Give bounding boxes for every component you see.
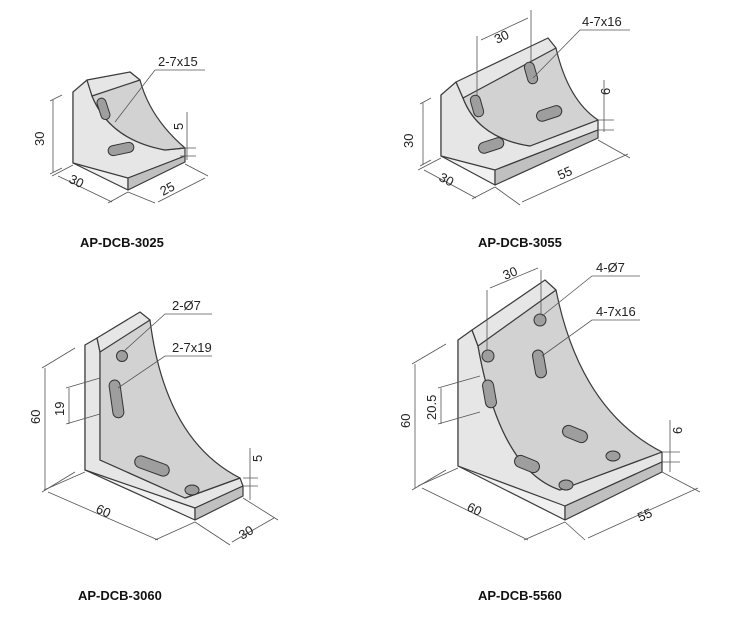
leader-round-hole (122, 313, 212, 353)
dim-height-label: 60 (28, 410, 43, 424)
dim-spacing-label: 30 (492, 27, 512, 47)
slot-hole (469, 94, 485, 118)
dim-width-label: 30 (67, 171, 87, 191)
part-model-label: AP-DCB-3025 (80, 235, 164, 250)
dim-height-label: 60 (398, 414, 413, 428)
dim-offset-label: 19 (52, 402, 67, 416)
dim-line-thickness (662, 420, 680, 472)
slot-hole (532, 349, 547, 379)
dim-line-width (43, 471, 196, 541)
leader-hole (532, 29, 630, 79)
slot-hole (562, 424, 588, 444)
slot-hole (514, 454, 540, 474)
slot-hole (134, 455, 170, 477)
part-ap-dcb-3055: 30 4-7x16 6 30 30 55 AP-DCB-3055 (401, 10, 631, 250)
slot-hole (536, 105, 563, 122)
leader-hole (114, 69, 205, 123)
part-ap-dcb-3060: 2-Ø7 2-7x19 60 19 5 60 30 AP-DCB-3060 (28, 298, 279, 603)
dim-line-depth (127, 163, 209, 204)
part-model-label: AP-DCB-3055 (478, 235, 562, 250)
round-hole (605, 450, 621, 462)
dim-round-hole-label: 4-Ø7 (596, 260, 625, 275)
dim-line-height (41, 347, 76, 493)
bracket-top-face (96, 311, 151, 353)
dim-width-label: 60 (94, 501, 113, 521)
round-hole (533, 313, 547, 327)
dim-slot-hole-label: 2-7x19 (172, 340, 212, 355)
slot-hole (108, 379, 125, 419)
dim-line-height (411, 343, 447, 491)
leader-round-hole (541, 275, 640, 317)
round-hole (184, 484, 200, 496)
part-model-label: AP-DCB-3060 (78, 588, 162, 603)
dim-line-depth (194, 497, 279, 546)
dim-round-hole-label: 2-Ø7 (172, 298, 201, 313)
slot-hole (96, 97, 111, 121)
bracket-top-face (471, 279, 557, 347)
dim-offset-label: 20.5 (424, 395, 439, 420)
bracket-base-edge (127, 155, 186, 191)
dim-width-label: 60 (465, 499, 485, 519)
dim-thickness-label: 6 (670, 427, 685, 434)
dim-depth-label: 55 (635, 505, 654, 525)
dim-line-offset (437, 375, 481, 425)
bracket-top-face (86, 71, 141, 97)
slot-hole (482, 379, 497, 409)
dim-line-width (51, 164, 129, 204)
leader-slot-hole (541, 319, 640, 357)
dim-thickness-label: 5 (171, 123, 186, 130)
bracket-base-edge (194, 485, 244, 521)
dim-line-thickness (180, 112, 196, 160)
dim-thickness-label: 6 (598, 88, 613, 95)
dim-hole-label: 4-7x16 (582, 14, 622, 29)
dim-line-thickness (598, 80, 614, 132)
round-hole (558, 479, 574, 491)
dim-thickness-label: 5 (250, 455, 265, 462)
dim-hole-label: 2-7x15 (158, 54, 198, 69)
part-ap-dcb-5560: 30 4-Ø7 4-7x16 60 20.5 6 60 55 AP-DCB-55… (398, 260, 701, 603)
dim-line-spacing (476, 10, 532, 95)
part-ap-dcb-3025: 2-7x15 30 30 25 5 AP-DCB-3025 (32, 54, 209, 250)
slot-hole (107, 141, 135, 157)
bracket-gusset-face (477, 281, 663, 491)
dim-spacing-label: 30 (501, 263, 520, 282)
round-hole (116, 350, 128, 362)
dim-line-spacing (486, 267, 542, 350)
dim-line-depth (494, 139, 631, 206)
bracket-gusset-face (462, 39, 599, 147)
slot-hole (523, 61, 539, 85)
dim-line-height (419, 97, 432, 167)
dim-line-width (417, 467, 566, 541)
bracket-gusset-face (99, 315, 241, 499)
dim-height-label: 30 (401, 134, 416, 148)
dim-height-label: 30 (32, 132, 47, 146)
round-hole (481, 349, 495, 363)
dim-width-label: 30 (437, 169, 457, 189)
dim-line-depth (564, 471, 701, 541)
dim-line-width (417, 157, 496, 200)
dim-depth-label: 25 (157, 179, 177, 199)
dim-line-offset (65, 377, 101, 425)
slot-hole (478, 137, 505, 154)
dim-slot-hole-label: 4-7x16 (596, 304, 636, 319)
part-model-label: AP-DCB-5560 (478, 588, 562, 603)
dim-line-height (49, 94, 63, 175)
dim-line-thickness (243, 448, 258, 500)
dim-depth-label: 30 (236, 522, 256, 542)
leader-slot-hole (117, 355, 212, 389)
dim-depth-label: 55 (555, 163, 574, 183)
bracket-base-edge (494, 129, 599, 186)
